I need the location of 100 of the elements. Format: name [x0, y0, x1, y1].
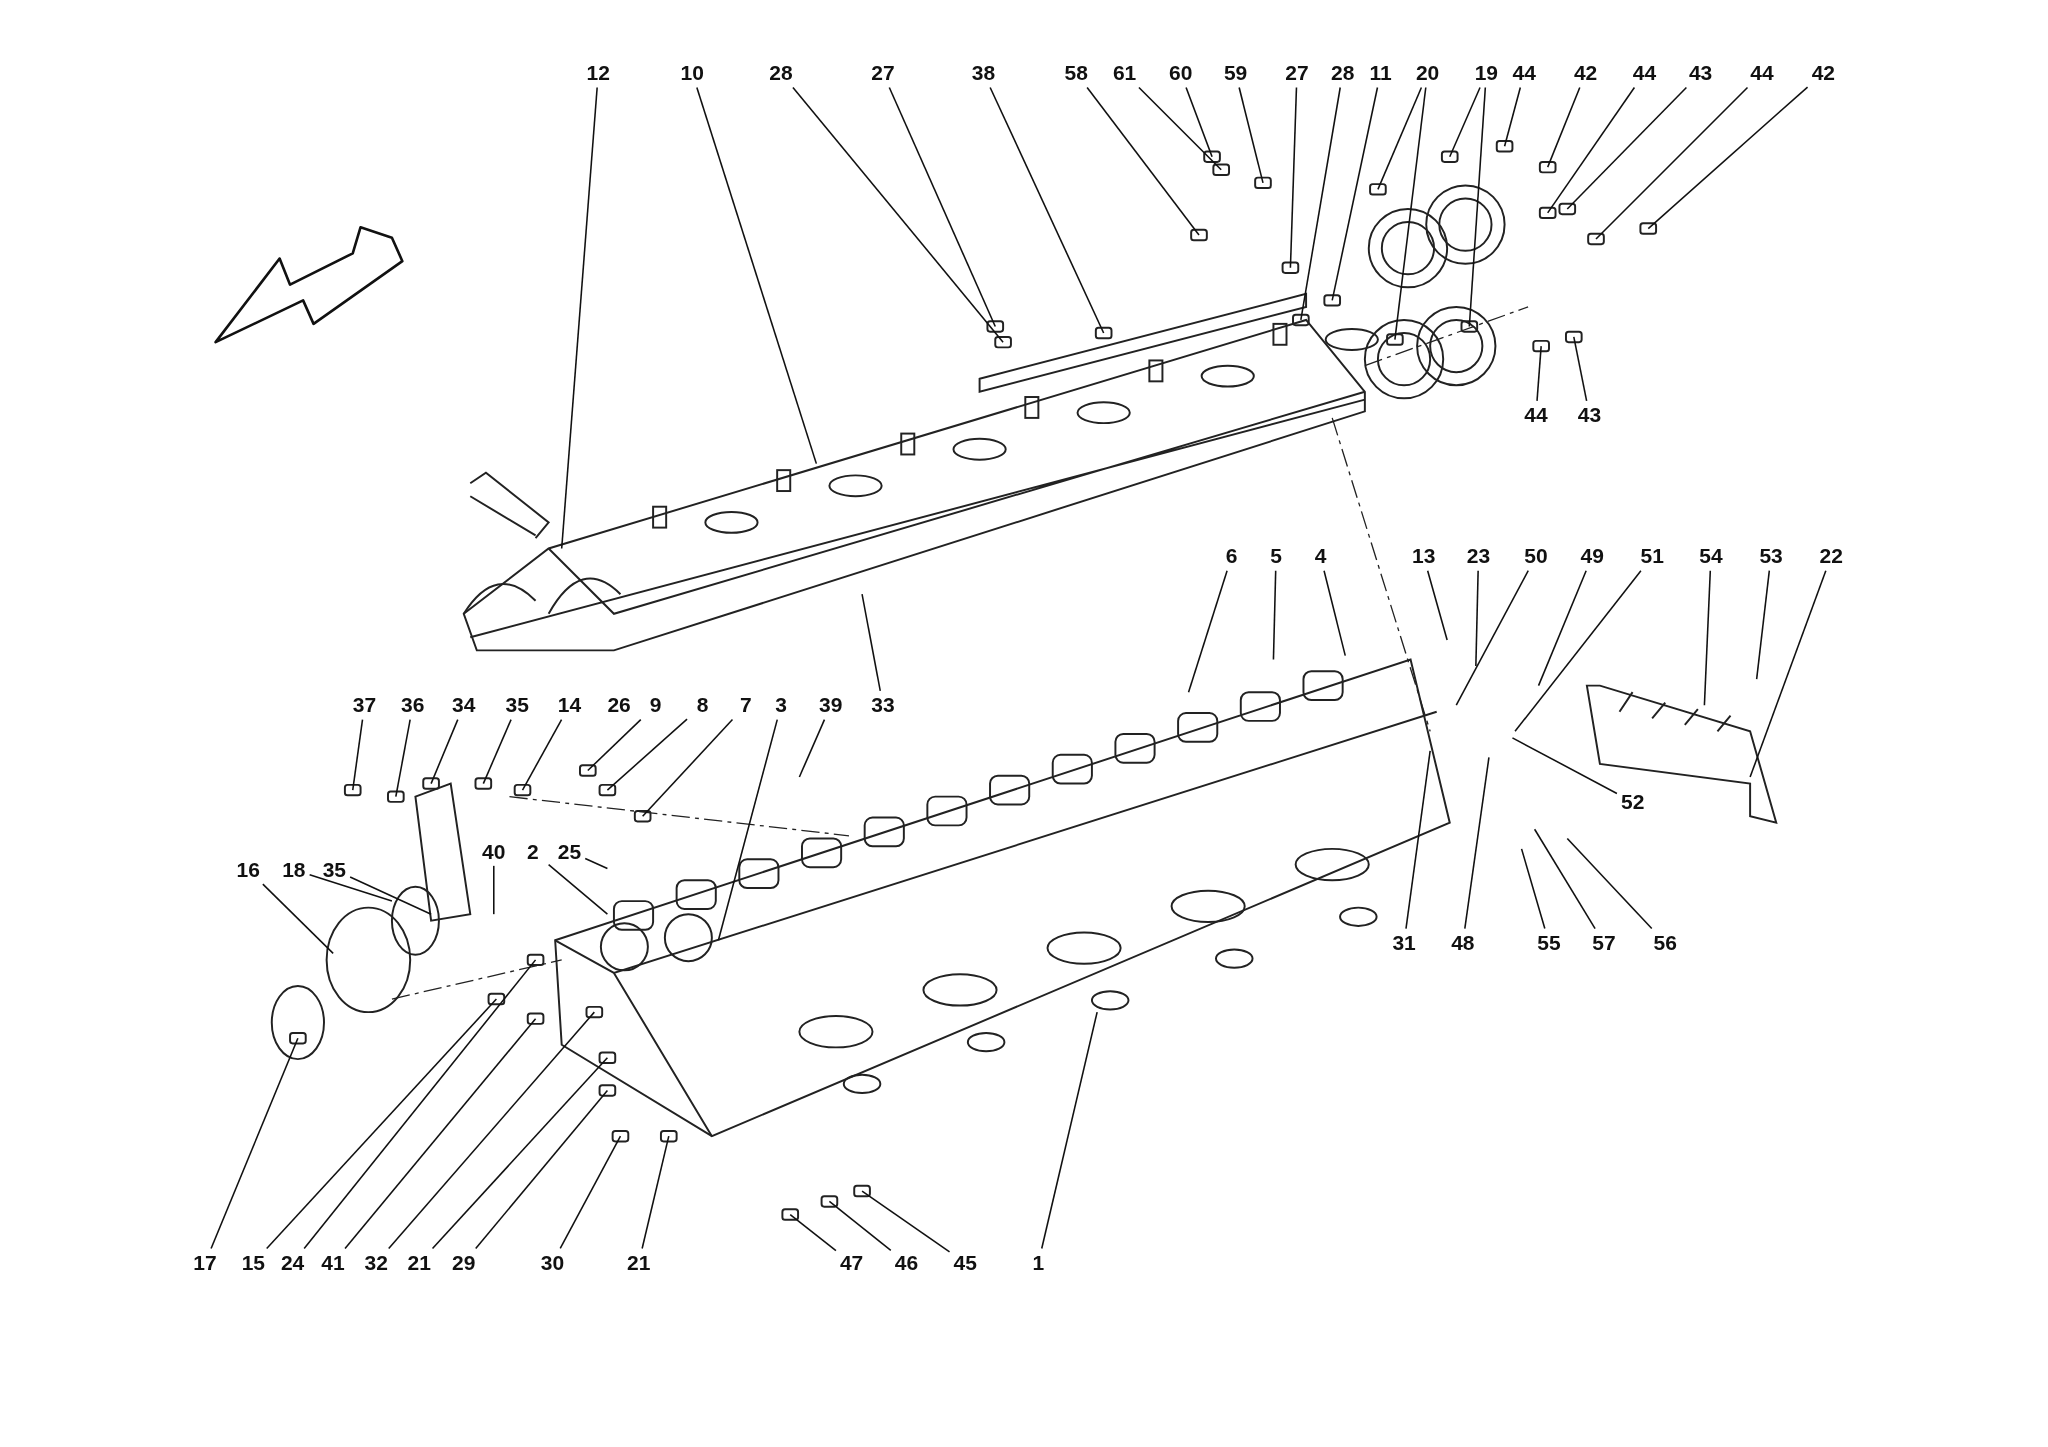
leader-line — [308, 874, 393, 902]
leader-line — [1533, 828, 1596, 930]
callout-number: 6 — [1225, 545, 1238, 568]
leader-line — [1448, 86, 1481, 158]
leader-line — [587, 718, 642, 772]
leader-line — [1503, 86, 1522, 148]
leader-line — [1272, 569, 1277, 661]
leader-line — [1755, 569, 1771, 680]
callout-number: 1 — [1032, 1252, 1045, 1274]
leader-line — [1426, 569, 1448, 641]
leader-line — [1323, 569, 1347, 657]
leader-line — [303, 959, 537, 1250]
callout-number: 59 — [1223, 62, 1248, 85]
callout-number: 51 — [1640, 545, 1664, 568]
callout-number: 44 — [1512, 62, 1536, 85]
callout-number: 38 — [971, 62, 996, 85]
leader-line — [696, 86, 818, 465]
callout-number: 44 — [1632, 62, 1657, 85]
leader-line — [1475, 569, 1479, 667]
callout-number: 7 — [739, 694, 752, 717]
leader-line — [1573, 336, 1588, 402]
leader-line — [1455, 569, 1530, 706]
leader-line — [349, 876, 432, 915]
leader-line — [1749, 569, 1827, 778]
callout-number: 20 — [1415, 62, 1440, 85]
leader-line — [1546, 86, 1636, 214]
callout-number: 22 — [1819, 545, 1843, 568]
callout-number: 53 — [1759, 545, 1783, 568]
callout-number: 31 — [1392, 932, 1416, 954]
leader-line — [1185, 86, 1213, 158]
leader-line — [1520, 848, 1546, 930]
callout-number: 36 — [401, 694, 425, 717]
leader-line — [430, 718, 459, 785]
leader-line — [265, 998, 498, 1250]
callout-number: 21 — [627, 1252, 651, 1274]
leader-line — [493, 865, 495, 915]
callout-number: 45 — [953, 1252, 977, 1274]
callout-number: 15 — [241, 1252, 266, 1274]
leader-line — [861, 593, 882, 692]
leader-line — [1138, 86, 1222, 171]
leader-line — [560, 86, 598, 550]
callout-number: 9 — [649, 694, 662, 717]
callout-number: 55 — [1537, 932, 1561, 954]
leader-line — [1405, 750, 1431, 930]
callout-number: 26 — [607, 694, 631, 717]
callout-number: 44 — [1750, 62, 1774, 85]
leader-line — [1566, 837, 1653, 930]
leader-line — [1394, 86, 1427, 341]
callout-number: 40 — [482, 840, 506, 863]
leader-line — [1464, 756, 1490, 930]
callout-number: 34 — [452, 694, 476, 717]
leader-line — [1537, 569, 1587, 687]
leader-line — [1377, 86, 1423, 191]
callout-number: 29 — [452, 1252, 476, 1274]
callout-number: 24 — [280, 1252, 305, 1274]
callout-number: 46 — [894, 1252, 919, 1274]
leader-line — [641, 718, 734, 817]
leader-line — [861, 1190, 951, 1253]
callout-number: 16 — [236, 858, 260, 881]
callout-number: 43 — [1577, 404, 1602, 427]
callout-number: 58 — [1064, 62, 1088, 85]
callout-number: 17 — [193, 1252, 217, 1274]
leader-line — [521, 718, 563, 791]
leader-line — [641, 1135, 670, 1250]
callout-number: 35 — [505, 694, 529, 717]
leader-line — [792, 86, 1004, 343]
callout-number: 2 — [527, 840, 539, 863]
callout-number: 10 — [680, 62, 704, 85]
leader-line — [395, 718, 411, 798]
leader-line — [210, 1037, 299, 1250]
leader-line — [262, 883, 334, 955]
callout-number: 42 — [1811, 62, 1835, 85]
callout-number: 41 — [321, 1252, 345, 1274]
callout-number: 57 — [1592, 932, 1616, 954]
callout-number: 61 — [1112, 62, 1137, 85]
leader-line — [1647, 86, 1809, 230]
callout-number: 48 — [1451, 932, 1475, 954]
callout-number: 47 — [839, 1252, 864, 1274]
leader-line — [474, 1089, 609, 1250]
leader-line — [1703, 569, 1712, 706]
leader-line — [1300, 86, 1341, 321]
callout-number: 13 — [1412, 545, 1436, 568]
leader-line — [351, 718, 364, 791]
leader-line — [482, 718, 512, 785]
callout-number: 5 — [1270, 545, 1282, 568]
leader-line — [1289, 86, 1298, 269]
leader-line — [828, 1200, 892, 1252]
leader-line — [1187, 569, 1228, 693]
leader-line — [387, 1011, 596, 1250]
callout-number: 49 — [1580, 545, 1604, 568]
callout-number: 28 — [1331, 62, 1355, 85]
leader-line — [606, 718, 688, 791]
callout-number: 56 — [1653, 932, 1677, 954]
callout-number: 54 — [1699, 545, 1723, 568]
callout-number: 18 — [282, 858, 306, 881]
callout-number: 30 — [540, 1252, 565, 1274]
leader-line — [584, 857, 609, 870]
callout-number: 4 — [1314, 545, 1327, 568]
callout-number: 44 — [1524, 404, 1548, 427]
callout-number: 43 — [1688, 62, 1713, 85]
